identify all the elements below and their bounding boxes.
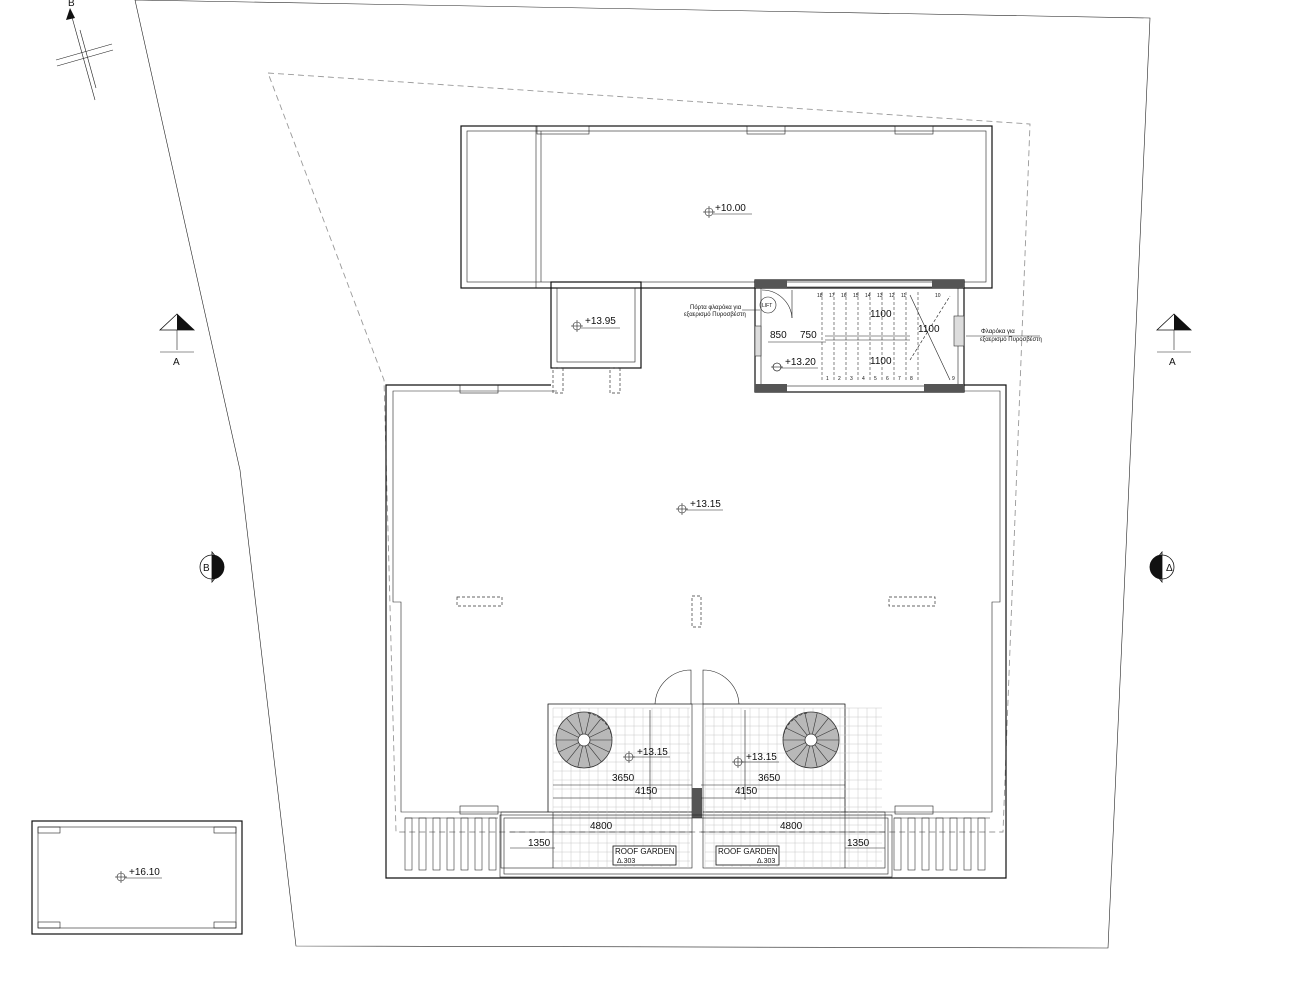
svg-text:+13.20: +13.20 — [785, 357, 816, 368]
step-number: 3 — [850, 376, 853, 382]
svg-text:Δ.303: Δ.303 — [757, 858, 775, 865]
svg-text:A: A — [173, 357, 180, 368]
step-number: 5 — [874, 376, 877, 382]
section-marker-a-right: A — [1155, 313, 1193, 368]
north-arrow-icon: B — [55, 0, 114, 101]
step-number: 9 — [952, 376, 955, 382]
step-number: 18 — [817, 293, 823, 299]
level-marker-garden-right: +13.15 — [732, 752, 779, 768]
step-number: 7 — [898, 376, 901, 382]
step-number: 15 — [853, 293, 859, 299]
svg-text:+13.95: +13.95 — [585, 316, 616, 327]
top-roof — [460, 125, 993, 289]
svg-text:+13.15: +13.15 — [690, 499, 721, 510]
small-roof — [550, 281, 642, 394]
svg-text:Φλαρόκα για: Φλαρόκα για — [981, 328, 1015, 335]
step-number: 8 — [910, 376, 913, 382]
svg-text:1100: 1100 — [870, 309, 892, 320]
balustrade-right — [893, 817, 990, 871]
svg-text:A: A — [1169, 357, 1176, 368]
roof-garden-label-right: ROOF GARDEN Δ.303 — [715, 845, 780, 866]
garden-doors — [654, 669, 740, 705]
svg-text:Δ: Δ — [1166, 563, 1173, 574]
step-number: 10 — [935, 293, 941, 299]
section-marker-a-left: A — [158, 313, 196, 368]
plot-boundary — [134, 0, 1151, 949]
svg-text:B: B — [203, 563, 210, 574]
svg-text:4800: 4800 — [590, 821, 613, 832]
svg-text:+13.15: +13.15 — [746, 752, 777, 763]
balustrade-left — [404, 817, 498, 871]
svg-text:+13.15: +13.15 — [637, 747, 668, 758]
step-number: 17 — [829, 293, 835, 299]
main-roof — [385, 384, 1007, 879]
svg-text:Δ.303: Δ.303 — [617, 858, 635, 865]
svg-text:1100: 1100 — [870, 356, 892, 367]
step-number: 16 — [841, 293, 847, 299]
step-number: 6 — [886, 376, 889, 382]
step-number: 13 — [877, 293, 883, 299]
step-number: 12 — [889, 293, 895, 299]
svg-text:1100: 1100 — [918, 324, 940, 335]
svg-text:750: 750 — [800, 330, 817, 341]
step-number: 2 — [838, 376, 841, 382]
detached-roof — [31, 820, 243, 935]
garden-dims: 3650 3650 4150 4150 4800 4800 1350 1350 — [510, 710, 885, 868]
level-marker-small-roof: +13.95 — [571, 316, 620, 332]
section-marker-b: B — [199, 550, 225, 584]
svg-text:4150: 4150 — [735, 786, 758, 797]
svg-text:1350: 1350 — [847, 838, 870, 849]
svg-text:Πόρτα φλαρόκα για: Πόρτα φλαρόκα για — [690, 304, 742, 311]
svg-text:4800: 4800 — [780, 821, 803, 832]
level-marker-detached-roof: +16.10 — [115, 867, 162, 883]
svg-text:1350: 1350 — [528, 838, 551, 849]
svg-text:3650: 3650 — [612, 773, 635, 784]
svg-text:+10.00: +10.00 — [715, 203, 746, 214]
roof-garden-right — [702, 703, 886, 869]
party-wall — [692, 788, 702, 818]
level-marker-main-roof: +13.15 — [676, 499, 723, 515]
svg-text:εξαερισμό Πυροσβέστη: εξαερισμό Πυροσβέστη — [684, 311, 746, 318]
step-number: 4 — [862, 376, 865, 382]
lift-label: LIFT — [762, 303, 772, 309]
roof-garden-label-left: ROOF GARDEN Δ.303 — [612, 845, 677, 866]
section-marker-d: Δ — [1149, 550, 1175, 584]
level-marker-stair: +13.20 — [771, 357, 818, 372]
svg-text:3650: 3650 — [758, 773, 781, 784]
level-marker-garden-left: +13.15 — [623, 747, 670, 763]
svg-text:ROOF GARDEN: ROOF GARDEN — [615, 847, 675, 856]
svg-text:ROOF GARDEN: ROOF GARDEN — [718, 847, 778, 856]
stair-notes: Πόρτα φλαρόκα για εξαερισμό Πυροσβέστη Φ… — [684, 304, 1042, 343]
svg-text:4150: 4150 — [635, 786, 658, 797]
setback-line — [267, 72, 1031, 833]
step-number: 1 — [826, 376, 829, 382]
svg-text:+16.10: +16.10 — [129, 867, 160, 878]
north-label: B — [68, 0, 75, 9]
roof-garden-left — [500, 703, 693, 869]
stair-dims: 850 750 1100 1100 1100 — [768, 309, 940, 367]
level-marker-top-roof: +10.00 — [703, 203, 752, 218]
step-number: 14 — [865, 293, 871, 299]
step-number: 11 — [901, 293, 906, 299]
garden-planter — [499, 814, 893, 878]
svg-text:εξαερισμό Πυροσβέστη: εξαερισμό Πυροσβέστη — [980, 336, 1042, 343]
svg-text:850: 850 — [770, 330, 787, 341]
